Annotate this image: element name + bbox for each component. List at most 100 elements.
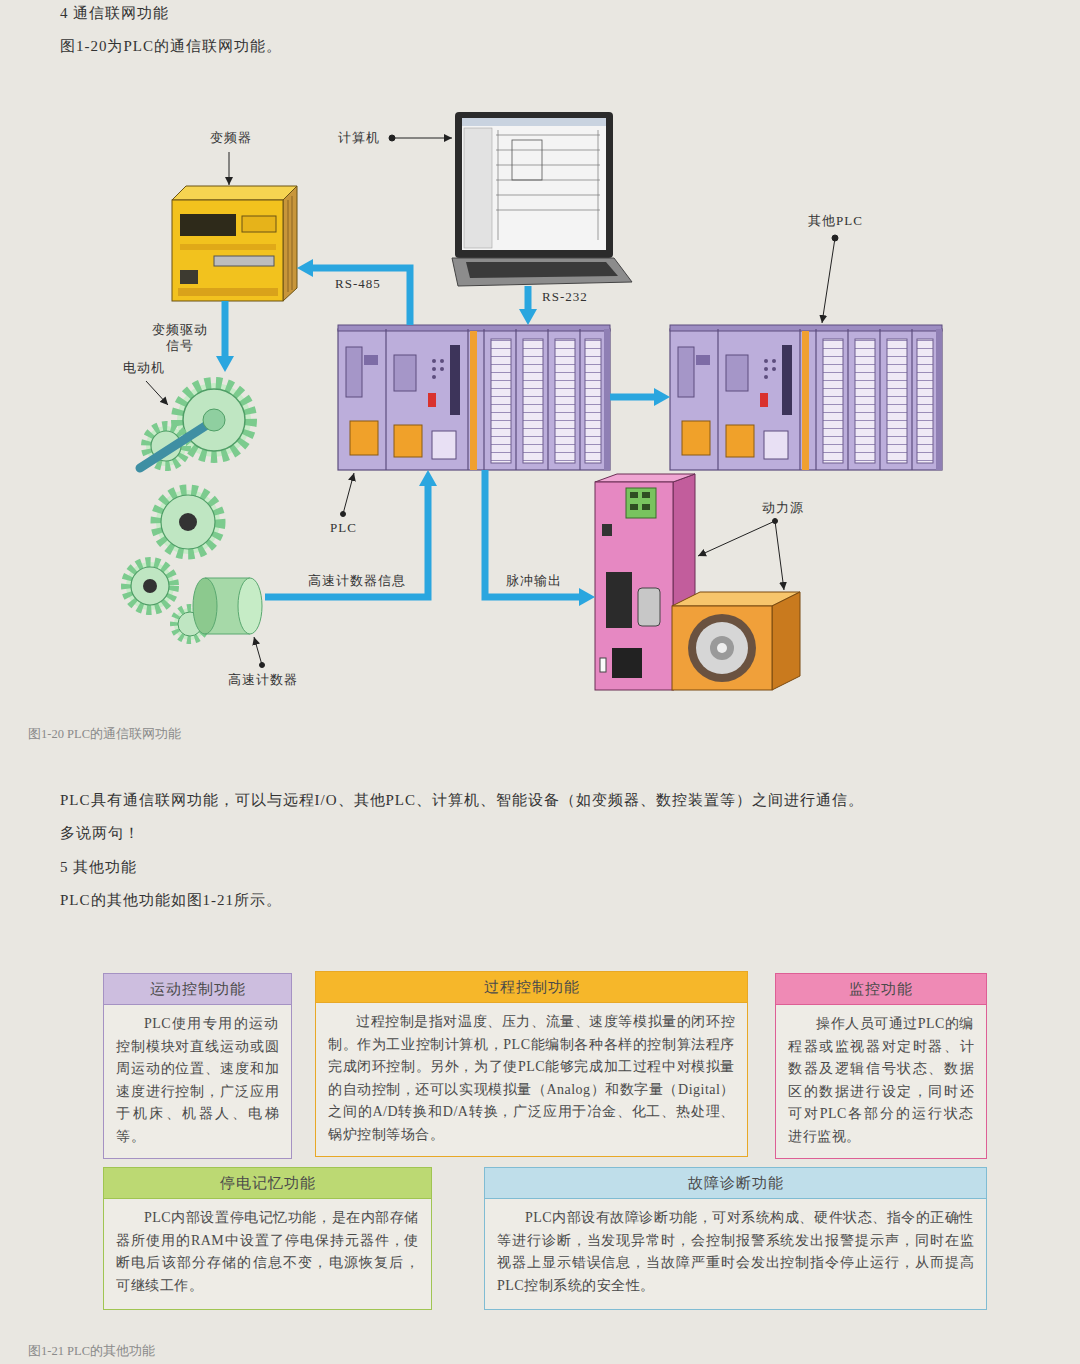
gear-set — [183, 389, 245, 451]
laptop-computer — [466, 262, 618, 278]
servo-drive — [626, 488, 656, 518]
signal-label: 高速计数器信息 — [308, 573, 406, 589]
encoder-set — [238, 578, 262, 634]
laptop-computer — [462, 118, 606, 126]
leader-lines — [698, 521, 775, 556]
servo-motor — [710, 636, 734, 660]
laptop-computer — [464, 128, 492, 248]
plc-unit — [338, 325, 610, 470]
function-box: 运动控制功能PLC使用专用的运动控制模块对直线运动或圆周运动的位置、速度和加速度… — [103, 973, 292, 1159]
frequency-inverter — [283, 186, 297, 301]
leader-lines — [392, 138, 452, 139]
servo-drive — [602, 524, 612, 536]
signal-label: 变频驱动信号 — [150, 322, 210, 354]
inverter-node: 变频器 — [172, 185, 297, 301]
servo-motor — [717, 643, 727, 653]
figure-caption: 图1-20 PLC的通信联网功能 — [28, 725, 181, 743]
device-label: 计算机 — [338, 130, 380, 146]
signal-arrow — [265, 486, 428, 597]
other-plc-unit — [670, 325, 942, 470]
box-heading: 监控功能 — [776, 974, 986, 1005]
device-label: PLC — [330, 520, 357, 536]
servo-drive — [606, 572, 632, 628]
signal-label: RS-232 — [542, 289, 588, 305]
frequency-inverter — [180, 244, 276, 250]
signal-label: RS-485 — [335, 276, 381, 292]
encoder-set — [143, 579, 157, 593]
box-heading: 过程控制功能 — [316, 972, 747, 1003]
device-label: 高速计数器 — [228, 672, 298, 688]
servo-drive — [595, 474, 695, 482]
leader-lines — [343, 473, 354, 514]
frequency-inverter — [180, 214, 236, 236]
figure-caption: 图1-21 PLC的其他功能 — [28, 1342, 155, 1360]
gear-set — [140, 383, 251, 554]
encoder-set — [126, 562, 174, 610]
servo-motor — [672, 592, 800, 690]
device-label: 其他PLC — [808, 213, 863, 229]
gear-set — [140, 423, 210, 468]
servo-motor — [696, 622, 748, 674]
servo-drive — [642, 504, 650, 510]
box-body: PLC使用专用的运动控制模块对直线运动或圆周运动的位置、速度和加速度进行控制，广… — [104, 1005, 291, 1158]
servo-motor — [672, 606, 772, 690]
servo-drive — [638, 588, 660, 626]
section-heading: 5 其他功能 — [60, 857, 137, 877]
frequency-inverter — [242, 216, 276, 232]
box-body: 过程控制是指对温度、压力、流量、速度等模拟量的闭环控制。作为工业控制计算机，PL… — [316, 1003, 747, 1156]
servo-drive — [600, 658, 606, 672]
computer-node: 计算机 — [452, 110, 632, 286]
function-box: 过程控制功能过程控制是指对温度、压力、流量、速度等模拟量的闭环控制。作为工业控制… — [315, 971, 748, 1157]
function-box: 停电记忆功能PLC内部设置停电记忆功能，是在内部存储器所使用的RAM中设置了停电… — [103, 1167, 432, 1310]
plc-node: PLC — [338, 325, 610, 470]
body-text: PLC的其他功能如图1-21所示。 — [60, 890, 282, 910]
servo-drive — [595, 482, 673, 690]
signal-arrow — [313, 268, 410, 325]
frequency-inverter — [288, 196, 292, 292]
frequency-inverter — [178, 288, 278, 296]
signal-arrow — [525, 286, 532, 309]
signal-arrow — [485, 470, 579, 597]
laptop-computer — [462, 118, 606, 250]
frequency-inverter — [180, 270, 198, 284]
encoder-set — [131, 567, 169, 605]
device-label: 变频器 — [210, 130, 252, 146]
servo-drive — [612, 648, 642, 678]
motor-node: 电动机 — [130, 372, 265, 472]
encoder-set — [193, 578, 217, 634]
leader-lines — [775, 521, 784, 590]
frequency-inverter — [172, 186, 297, 301]
leader-lines — [229, 152, 230, 185]
body-text: 图1-20为PLC的通信联网功能。 — [60, 36, 282, 56]
box-body: PLC内部设置停电记忆功能，是在内部存储器所使用的RAM中设置了停电保持元器件，… — [104, 1199, 431, 1307]
signal-arrow — [222, 301, 229, 356]
servo-drive — [630, 492, 638, 498]
leader-lines — [146, 381, 168, 405]
device-label: 电动机 — [123, 360, 165, 376]
leader-lines — [822, 238, 835, 323]
body-text: PLC具有通信联网功能，可以与远程I/O、其他PLC、计算机、智能设备（如变频器… — [60, 790, 864, 810]
gear-set — [156, 490, 220, 554]
box-body: PLC内部设有故障诊断功能，可对系统构成、硬件状态、指令的正确性等进行诊断，当发… — [485, 1199, 986, 1307]
gear-set — [179, 513, 197, 531]
signal-arrow — [610, 394, 654, 401]
box-heading: 故障诊断功能 — [485, 1168, 986, 1199]
plc-unit — [338, 325, 610, 470]
servo-motor — [688, 614, 756, 682]
laptop-computer — [512, 140, 542, 180]
leader-lines — [254, 637, 262, 665]
box-heading: 停电记忆功能 — [104, 1168, 431, 1199]
laptop-computer — [452, 258, 632, 286]
laptop-computer — [452, 112, 632, 286]
box-body: 操作人员可通过PLC的编程器或监视器对定时器、计数器及逻辑信号状态、数据区的数据… — [776, 1005, 986, 1158]
servo-drive — [630, 504, 638, 510]
signal-label: 脉冲输出 — [506, 573, 562, 589]
gear-set — [203, 409, 225, 431]
leader-lines — [146, 135, 838, 668]
gear-set — [161, 495, 215, 549]
counter-node: 高速计数器 — [120, 555, 265, 650]
servo-drive — [642, 492, 650, 498]
